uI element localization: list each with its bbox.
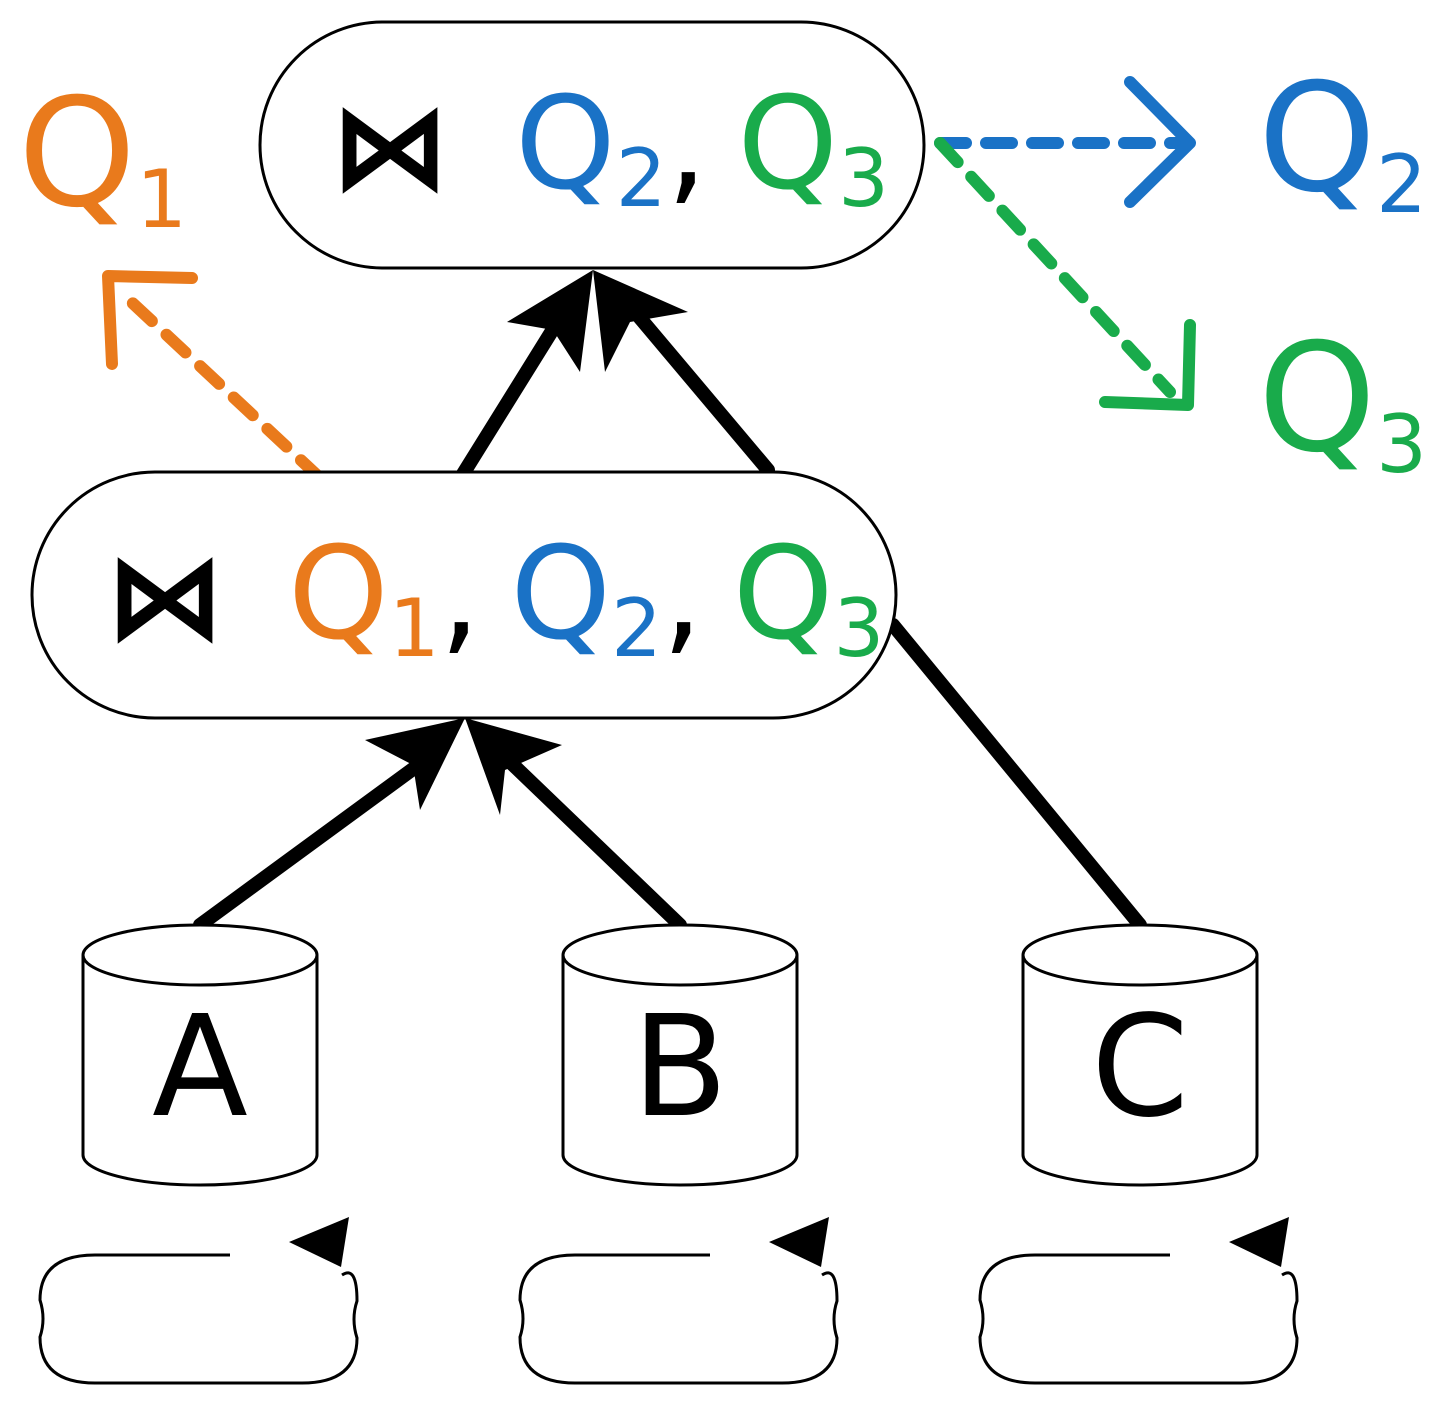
table-cylinders: A B C (81, 923, 1259, 1187)
table-b-cylinder: B (561, 923, 799, 1187)
stream-outline (518, 1253, 839, 1385)
edge-a-to-mid (193, 751, 435, 932)
q1-output-arrowhead (102, 270, 198, 370)
mid-q2-sub: 2 (611, 582, 662, 675)
top-q2-letter: Q (515, 70, 616, 219)
top-q3-letter: Q (737, 70, 838, 219)
mid-sep-2: , (662, 520, 703, 669)
output-q1-label: Q1 (18, 67, 187, 246)
stream-arrowhead (289, 1217, 349, 1267)
edge-mid-to-top-right (633, 311, 775, 477)
top-node-queries: Q2,Q3 (515, 70, 889, 225)
table-streams (38, 1217, 1299, 1385)
table-b-stream (518, 1217, 839, 1385)
stream-outline (978, 1253, 1299, 1385)
arrowhead-top-left (507, 270, 593, 372)
arrowhead-mid-right (465, 718, 562, 815)
table-a-label: A (152, 986, 248, 1149)
plan-arrowheads (365, 270, 688, 815)
top-node-shape (258, 20, 926, 270)
table-c-label: C (1091, 986, 1189, 1149)
edge-mid-to-top-left (456, 311, 567, 481)
arrowhead-top-right (593, 270, 688, 372)
stream-arrowhead (1229, 1217, 1289, 1267)
edge-c-to-mid (886, 618, 1147, 932)
stream-outline (38, 1253, 359, 1385)
plan-edges (193, 311, 1147, 932)
top-join-node: ⋈ Q2,Q3 (258, 20, 926, 270)
q2-output-arrowhead (1124, 76, 1196, 208)
top-join-symbol: ⋈ (330, 78, 450, 217)
table-c-cylinder: C (1021, 923, 1259, 1187)
q3-output-arrowhead (1099, 319, 1196, 411)
mid-q2-letter: Q (510, 520, 611, 669)
mid-q1-sub: 1 (389, 582, 440, 675)
cylinder-body (1021, 955, 1259, 1187)
q3-output-dashed (934, 137, 1176, 398)
output-q2-label: Q2 (1258, 52, 1427, 231)
arrowhead-mid-left (365, 718, 465, 810)
top-q3-sub: 3 (838, 132, 889, 225)
mid-join-symbol: ⋈ (105, 528, 225, 667)
stream-arrowhead (769, 1217, 829, 1267)
table-a-stream (38, 1217, 359, 1385)
mid-q3-letter: Q (733, 520, 834, 669)
mid-node-queries: Q1,Q2,Q3 (288, 520, 884, 675)
table-b-label: B (632, 986, 728, 1149)
cylinder-top (561, 923, 799, 987)
output-q3-label: Q3 (1258, 312, 1427, 491)
top-q2-sub: 2 (616, 132, 667, 225)
mid-q1-letter: Q (288, 520, 389, 669)
mid-q3-sub: 3 (833, 582, 884, 675)
table-a-cylinder: A (81, 923, 319, 1187)
table-c-stream (978, 1217, 1299, 1385)
cylinder-top (81, 923, 319, 987)
mid-join-node: ⋈ Q1,Q2,Q3 (30, 470, 898, 720)
q1-output-dashed (119, 290, 326, 484)
cylinder-body (561, 955, 799, 1187)
edge-b-to-mid (499, 751, 687, 932)
top-sep-1: , (667, 70, 708, 219)
mid-sep-1: , (440, 520, 481, 669)
cylinder-top (1021, 923, 1259, 987)
mid-node-shape (30, 470, 898, 720)
output-edges (102, 76, 1196, 484)
cylinder-body (81, 955, 319, 1187)
